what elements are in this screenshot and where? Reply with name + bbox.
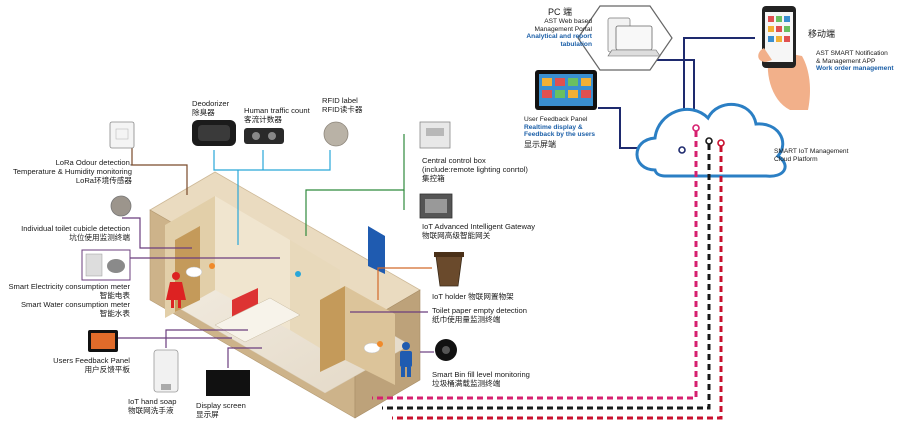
- lora-sensor-icon: [109, 121, 135, 149]
- cubicle-sensor-icon: [110, 195, 132, 217]
- mobile-app-label: AST SMART Notification& Management APP W…: [816, 50, 894, 73]
- soap-dispenser-icon: [153, 349, 179, 393]
- phone-icon: [758, 6, 810, 110]
- holder-icon: [434, 252, 464, 287]
- gateway-icon: [419, 193, 453, 219]
- traffic-counter-icon: [244, 128, 284, 144]
- feedback-tablet-icon: [535, 70, 597, 110]
- building-model: [149, 171, 421, 419]
- female-icon: [166, 272, 186, 308]
- male-icon: [400, 342, 412, 377]
- lora-sensor-label: LoRa Odour detection,Temperature & Humid…: [12, 158, 132, 185]
- tablet-icon: [88, 330, 118, 352]
- paper-sensor-icon: [435, 339, 457, 361]
- meter-icon: [81, 249, 131, 281]
- central-box-label: Central control box(include:remote light…: [422, 156, 528, 183]
- deodorizer-icon: [192, 120, 236, 146]
- rfid-reader-icon: [323, 121, 349, 147]
- holder-label: IoT holder 物联网置物架: [432, 292, 514, 301]
- user-feedback-panel-label: User Feedback Panel Realtime display & F…: [524, 116, 596, 149]
- network-cables: [372, 131, 723, 420]
- display-screen-icon: [206, 370, 250, 396]
- laptop-icon: [577, 5, 673, 71]
- cloud-icon: [635, 102, 787, 178]
- pc-title: PC 端: [548, 7, 573, 17]
- mobile-title: 移动端: [808, 29, 836, 39]
- control-box-icon: [419, 121, 451, 149]
